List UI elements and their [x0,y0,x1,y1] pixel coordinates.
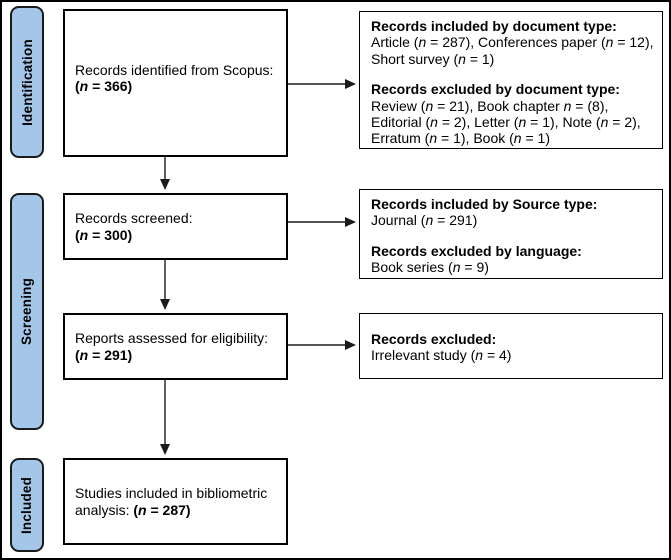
box-text-line: Reports assessed for eligibility: [75,330,268,346]
box-text-line: analysis: (n = 287) [75,501,191,518]
box-text-line: Records identified from Scopus: [75,61,274,78]
excluded-by-document-type-section: Records excluded by document type: Revie… [371,81,654,147]
stage-bar-identification: Identification [10,6,44,158]
stage-bar-screening: Screening [10,193,44,430]
stage-label-included: Included [19,476,35,534]
stage-label-screening: Screening [19,277,35,346]
section-body: Irrelevant study (n = 4) [371,347,512,363]
side-box-source-type-language: Records included by Source type: Journal… [359,189,663,279]
section-body: Article (n = 287), Conferences paper (n … [371,34,654,67]
section-body: Review (n = 21), Book chapter n = (8), E… [371,97,641,147]
side-box-document-type: Records included by document type: Artic… [359,11,663,149]
stage-label-identification: Identification [19,38,35,126]
included-by-document-type-section: Records included by document type: Artic… [371,18,654,67]
box-text-line: Records screened: [75,210,193,226]
box-text-line: (n = 291) [75,346,133,363]
section-title: Records included by Source type: [371,196,598,212]
flow-box-studies-included: Studies included in bibliometric analysi… [63,458,288,545]
side-box-records-excluded: Records excluded: Irrelevant study (n = … [359,313,663,379]
section-title: Records included by document type: [371,18,617,34]
box-text-line: (n = 366) [75,78,133,94]
section-title: Records excluded by document type: [371,81,620,98]
included-by-source-type-section: Records included by Source type: Journal… [371,196,654,229]
stage-bar-included: Included [10,458,44,552]
section-body: Journal (n = 291) [371,212,478,229]
section-title: Records excluded: [371,330,497,347]
records-excluded-section: Records excluded: Irrelevant study (n = … [371,331,654,364]
box-text-line: Studies included in bibliometric [75,485,268,501]
excluded-by-language-section: Records excluded by language: Book serie… [371,243,654,276]
flow-box-records-screened: Records screened: (n = 300) [63,193,288,260]
flow-box-reports-assessed: Reports assessed for eligibility: (n = 2… [63,313,288,380]
section-title: Records excluded by language: [371,242,582,259]
section-body: Book series (n = 9) [371,259,489,276]
flow-box-records-identified: Records identified from Scopus: (n = 366… [63,9,288,157]
box-text-line: (n = 300) [75,226,133,243]
